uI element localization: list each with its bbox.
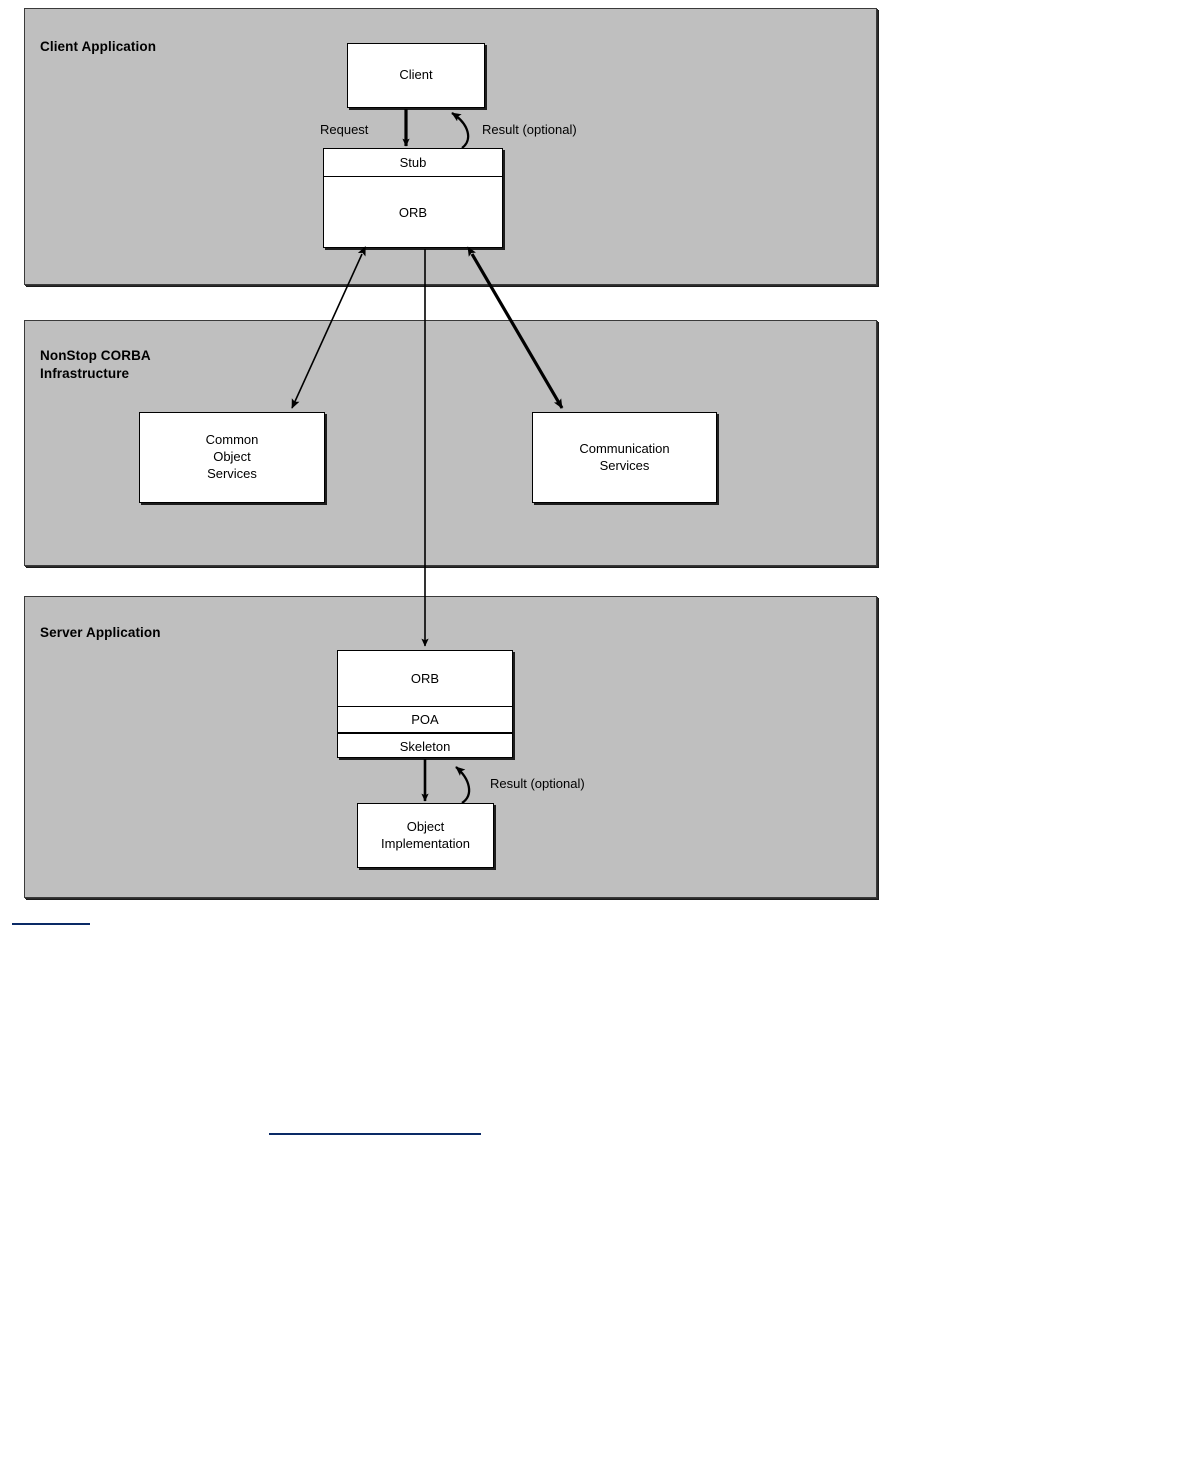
section-title-client-application: Client Application: [40, 39, 157, 54]
box-server-orb: ORB: [410, 671, 440, 686]
section-title-server-application: Server Application: [40, 625, 161, 640]
footer-link-2[interactable]: [269, 1133, 481, 1135]
box-stub: Stub: [399, 155, 427, 170]
section-title-nonstop-corba-infrastructure: NonStop CORBA Infrastructure: [40, 348, 151, 381]
box-stub-orb-stack: Stub ORB: [323, 148, 503, 248]
box-server-stack: ORB POA Skeleton: [337, 650, 513, 758]
box-skeleton: Skeleton: [338, 732, 512, 759]
box-object-implementation: Object Implementation: [357, 803, 494, 868]
box-client: Client: [347, 43, 485, 108]
box-poa: POA: [338, 706, 512, 732]
label-result-optional-server: Result (optional): [490, 776, 585, 791]
box-communication-services: Communication Services: [532, 412, 717, 503]
label-request: Request: [320, 122, 369, 137]
box-common-object-services: Common Object Services: [139, 412, 325, 503]
box-client-orb: ORB: [324, 176, 502, 248]
label-result-optional-client: Result (optional): [482, 122, 577, 137]
footer-link-1[interactable]: [12, 923, 90, 925]
